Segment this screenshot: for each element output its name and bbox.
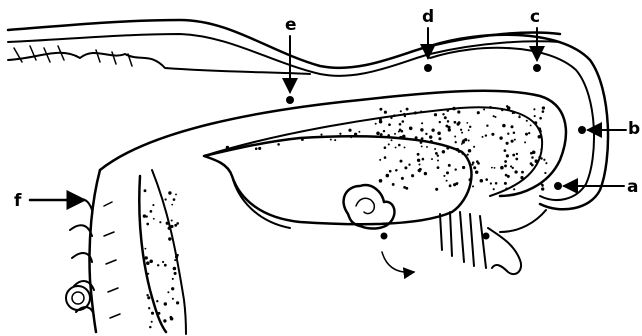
inner-cavity — [204, 136, 471, 228]
label-e-marker: e — [285, 15, 297, 104]
embryo — [344, 185, 414, 272]
label-f-marker: f — [14, 191, 84, 211]
label-d-marker: d — [422, 7, 434, 72]
label-b: b — [628, 119, 640, 139]
stippled-layer — [100, 91, 566, 329]
villi-cluster — [440, 210, 546, 274]
label-e: e — [285, 15, 297, 35]
label-c-marker: c — [530, 7, 541, 72]
label-f: f — [14, 191, 22, 211]
label-c: c — [530, 7, 540, 27]
label-a: a — [627, 177, 638, 197]
label-d: d — [422, 7, 434, 27]
left-column — [66, 170, 186, 334]
